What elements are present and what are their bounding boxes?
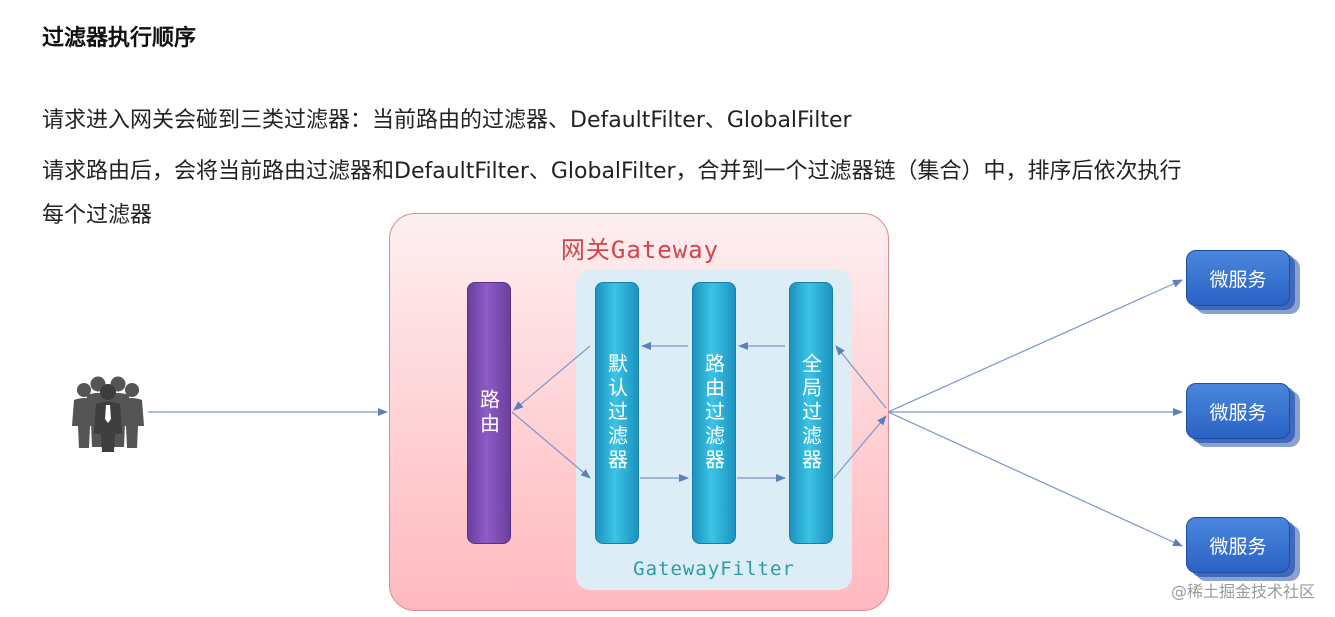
route-filter-label: 路由过滤器: [701, 353, 726, 473]
watermark: @稀土掘金技术社区: [1170, 582, 1315, 601]
paragraph-line-2: 请求路由后，会将当前路由过滤器和DefaultFilter、GlobalFilt…: [42, 159, 1182, 184]
arrow-hub-to-global-return: [835, 345, 887, 409]
microservice-1-label: 微服务: [1186, 250, 1290, 306]
page-title: 过滤器执行顺序: [42, 26, 197, 51]
paragraph-line-1: 请求进入网关会碰到三类过滤器：当前路由的过滤器、DefaultFilter、Gl…: [42, 108, 852, 133]
microservice-3: 微服务: [1186, 517, 1300, 581]
microservice-1: 微服务: [1186, 250, 1300, 314]
microservice-2: 微服务: [1186, 383, 1300, 447]
gateway-filter-label: GatewayFilter: [633, 558, 795, 580]
default-filter-pillar: 默认过滤器: [595, 282, 639, 544]
route-filter-pillar: 路由过滤器: [692, 282, 736, 544]
arrow-default-to-route-return: [513, 345, 591, 411]
microservice-2-label: 微服务: [1186, 383, 1290, 439]
arrow-hub-to-ms1: [887, 279, 1183, 413]
paragraph-line-3: 每个过滤器: [42, 203, 153, 228]
route-pillar: 路由: [467, 282, 511, 544]
route-pillar-label: 路由: [476, 389, 501, 437]
global-filter-label: 全局过滤器: [798, 353, 823, 473]
arrow-global-to-hub: [833, 415, 887, 479]
microservice-3-label: 微服务: [1186, 517, 1290, 573]
gateway-title: 网关Gateway: [560, 236, 720, 264]
users-group-icon: [70, 374, 146, 456]
arrow-hub-to-ms3: [887, 411, 1183, 547]
default-filter-label: 默认过滤器: [604, 353, 629, 473]
arrow-route-to-default: [511, 411, 591, 479]
global-filter-pillar: 全局过滤器: [789, 282, 833, 544]
